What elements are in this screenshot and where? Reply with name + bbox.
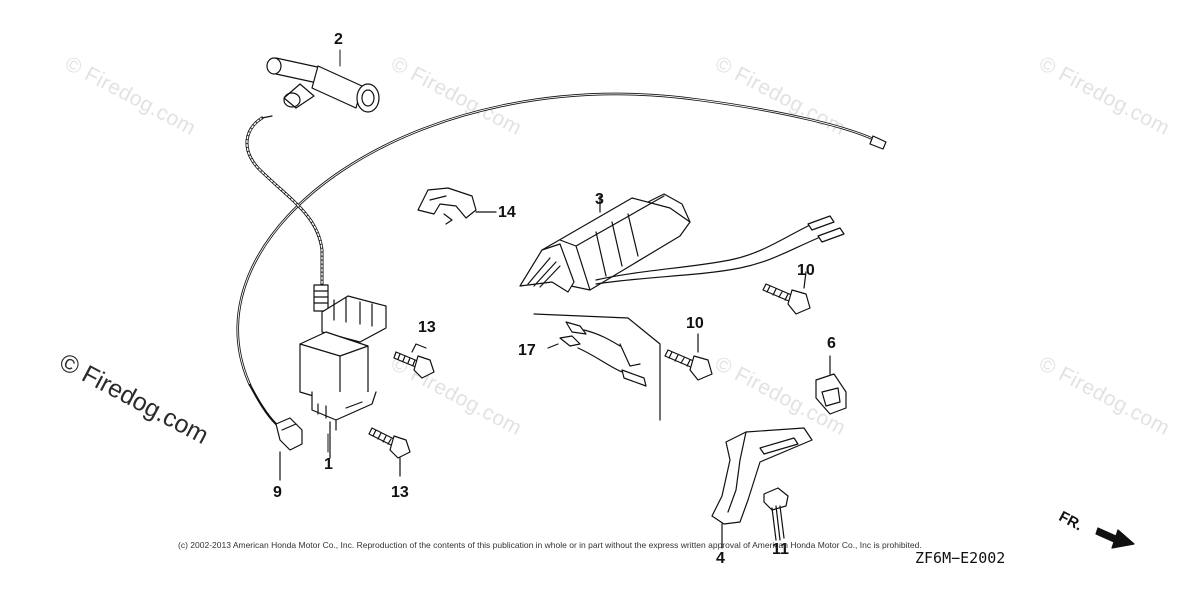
leader-lines bbox=[327, 49, 341, 453]
callout-3: 3 bbox=[595, 191, 604, 208]
wire-harness bbox=[533, 313, 661, 421]
callout-13-upper: 13 bbox=[418, 319, 436, 336]
copyright-notice: (c) 2002-2013 American Honda Motor Co., … bbox=[178, 540, 922, 550]
high-tension-lead bbox=[245, 115, 329, 312]
callout-9: 9 bbox=[273, 484, 282, 501]
callout-10-lower: 10 bbox=[686, 315, 704, 332]
callout-14: 14 bbox=[498, 204, 516, 221]
front-direction-arrow bbox=[1095, 527, 1135, 549]
grommet bbox=[815, 355, 847, 415]
callout-17: 17 bbox=[518, 342, 536, 359]
callout-10-upper: 10 bbox=[797, 262, 815, 279]
flange-bolt bbox=[368, 427, 411, 477]
flange-bolt bbox=[664, 333, 713, 381]
callout-4: 4 bbox=[716, 550, 725, 567]
bolt bbox=[763, 487, 789, 541]
ignition-coil bbox=[299, 295, 387, 459]
spark-plug-cap bbox=[266, 57, 380, 113]
callout-6: 6 bbox=[827, 335, 836, 352]
flange-bolt bbox=[393, 343, 435, 379]
cable-clamp bbox=[417, 187, 497, 225]
charge-coil bbox=[519, 193, 845, 293]
callout-11: 11 bbox=[772, 541, 789, 558]
stop-lead-terminal bbox=[248, 383, 303, 481]
bracket bbox=[711, 427, 813, 549]
callout-1: 1 bbox=[324, 456, 333, 473]
diagram-code: ZF6M−E2002 bbox=[915, 549, 1006, 567]
flange-bolt bbox=[762, 271, 811, 315]
callout-2: 2 bbox=[334, 31, 343, 48]
callout-13-lower: 13 bbox=[391, 484, 409, 501]
stop-cable bbox=[236, 92, 887, 387]
